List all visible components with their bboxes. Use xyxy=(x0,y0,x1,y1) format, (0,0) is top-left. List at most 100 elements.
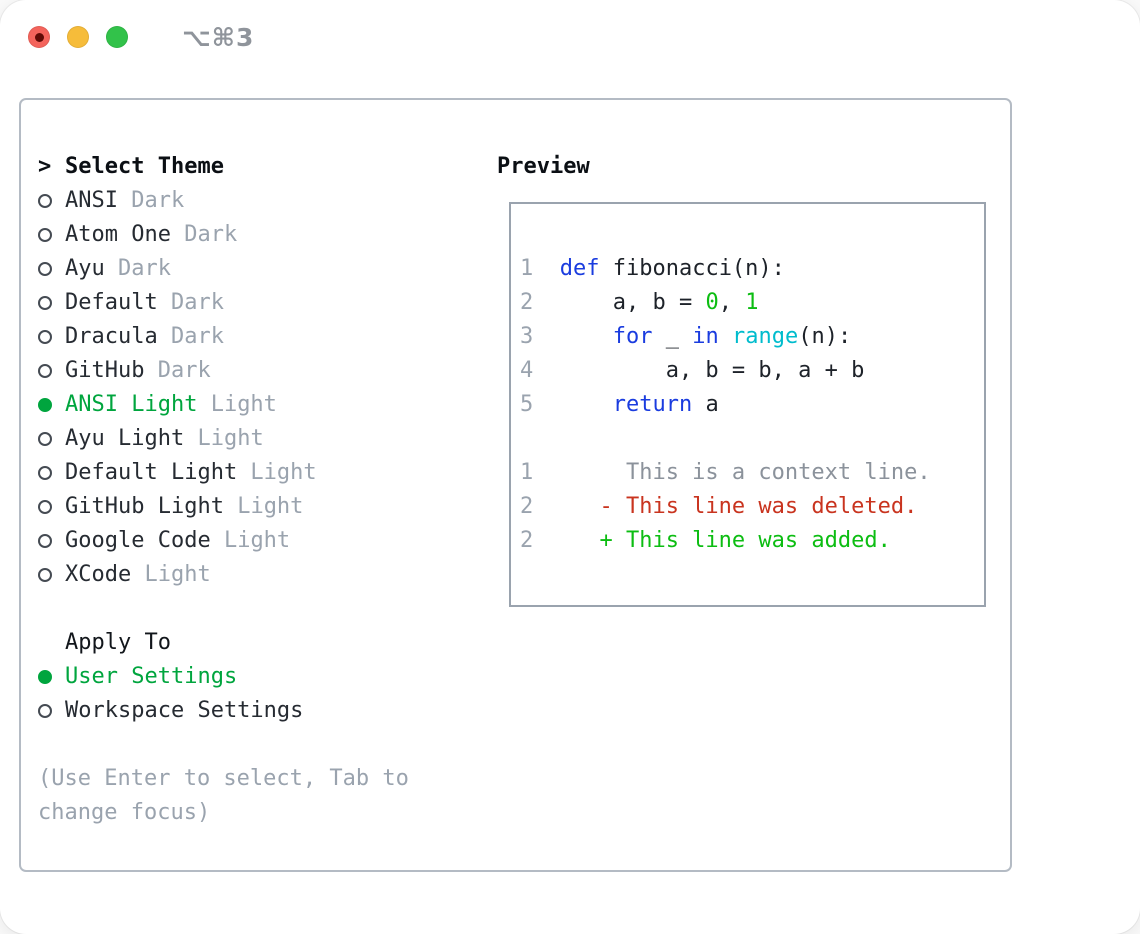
hint-line-2: change focus) xyxy=(38,800,211,825)
theme-option-ansi-dark[interactable]: ANSI Dark xyxy=(38,184,409,218)
line-number: 2 xyxy=(520,528,534,553)
minimize-button[interactable] xyxy=(67,26,89,48)
preview-line: 1 This is a context line. xyxy=(520,456,984,490)
radio-circle xyxy=(38,534,52,548)
theme-name: Default Light xyxy=(65,460,238,485)
apply-option-workspace-settings[interactable]: Workspace Settings xyxy=(38,694,409,728)
theme-option-ayu-light-light[interactable]: Ayu Light Light xyxy=(38,422,409,456)
theme-variant: Light xyxy=(184,426,264,451)
code-segment: This is a context line. xyxy=(559,460,931,485)
apply-to-title: Apply To xyxy=(65,630,171,655)
code-segment: a xyxy=(692,392,719,417)
radio-icon xyxy=(38,432,65,446)
theme-option-xcode-light[interactable]: XCode Light xyxy=(38,558,409,592)
prompt-icon: > xyxy=(38,154,52,179)
preview-line: 2 + This line was added. xyxy=(520,524,984,558)
code-segment: _ xyxy=(652,324,693,349)
apply-option-user-settings[interactable]: User Settings xyxy=(38,660,409,694)
theme-variant: Light xyxy=(131,562,211,587)
apply-to-header: Apply To xyxy=(38,626,409,660)
maximize-button[interactable] xyxy=(106,26,128,48)
radio-selected-icon xyxy=(38,398,65,412)
radio-circle xyxy=(38,262,52,276)
theme-variant: Light xyxy=(210,528,291,553)
theme-option-ayu-dark[interactable]: Ayu Dark xyxy=(38,252,409,286)
code-segment: fibonacci(n): xyxy=(599,256,785,281)
theme-name: XCode xyxy=(65,562,132,587)
radio-circle xyxy=(38,364,52,378)
theme-option-default-light-light[interactable]: Default Light Light xyxy=(38,456,409,490)
select-theme-header: > Select Theme xyxy=(38,150,409,184)
radio-circle xyxy=(38,398,52,412)
radio-circle xyxy=(38,330,52,344)
code-segment xyxy=(560,392,613,417)
line-number: 1 xyxy=(520,460,534,485)
apply-option-label: User Settings xyxy=(65,664,238,689)
radio-icon xyxy=(38,296,65,310)
code-segment: return xyxy=(612,392,693,417)
theme-variant: Light xyxy=(197,392,277,417)
titlebar: ⌥⌘3 xyxy=(28,23,254,52)
radio-icon xyxy=(38,534,65,548)
preview-line: 2 a, b = 0, 1 xyxy=(520,286,984,320)
radio-icon xyxy=(38,194,65,208)
theme-name: ANSI xyxy=(65,188,118,213)
radio-circle xyxy=(38,466,52,480)
code-segment: range xyxy=(731,324,799,349)
radio-icon xyxy=(38,364,65,378)
theme-name: ANSI Light xyxy=(65,392,198,417)
radio-circle xyxy=(38,228,52,242)
code-segment xyxy=(719,324,732,349)
theme-name: GitHub xyxy=(65,358,145,383)
theme-name: Default xyxy=(65,290,158,315)
code-segment: 0 xyxy=(705,290,719,315)
line-number: 3 xyxy=(520,324,534,349)
line-number: 5 xyxy=(520,392,534,417)
preview-title: Preview xyxy=(497,154,590,179)
radio-icon xyxy=(38,330,65,344)
preview-line: 4 a, b = b, a + b xyxy=(520,354,984,388)
line-number: 1 xyxy=(520,256,534,281)
theme-option-atom-one-dark[interactable]: Atom One Dark xyxy=(38,218,409,252)
code-segment: , xyxy=(718,290,746,315)
theme-option-github-light-light[interactable]: GitHub Light Light xyxy=(38,490,409,524)
theme-name: GitHub Light xyxy=(65,494,224,519)
theme-name: Dracula xyxy=(65,324,158,349)
radio-icon xyxy=(38,500,65,514)
code-segment: - This line was deleted. xyxy=(559,494,918,519)
theme-option-default-dark[interactable]: Default Dark xyxy=(38,286,409,320)
preview-line: 3 for _ in range(n): xyxy=(520,320,984,354)
radio-icon xyxy=(38,228,65,242)
theme-variant: Dark xyxy=(104,256,171,281)
close-dot-icon xyxy=(34,32,44,42)
theme-variant: Light xyxy=(223,494,304,519)
radio-circle xyxy=(38,194,52,208)
theme-option-google-code-light[interactable]: Google Code Light xyxy=(38,524,409,558)
radio-icon xyxy=(38,568,65,582)
spacer xyxy=(38,592,409,626)
radio-icon xyxy=(38,704,65,718)
theme-option-ansi-light-light[interactable]: ANSI Light Light xyxy=(38,388,409,422)
code-segment: a, b = xyxy=(559,290,706,315)
radio-icon xyxy=(38,262,65,276)
line-number: 4 xyxy=(520,358,534,383)
radio-circle xyxy=(38,432,52,446)
select-theme-title: Select Theme xyxy=(65,154,224,179)
spacer xyxy=(38,728,409,762)
theme-name: Atom One xyxy=(65,222,171,247)
theme-name: Google Code xyxy=(65,528,211,553)
theme-option-dracula-dark[interactable]: Dracula Dark xyxy=(38,320,409,354)
line-number: 2 xyxy=(520,290,534,315)
close-button[interactable] xyxy=(28,26,50,48)
theme-option-github-dark[interactable]: GitHub Dark xyxy=(38,354,409,388)
radio-circle xyxy=(38,704,52,718)
code-segment: 1 xyxy=(745,290,759,315)
theme-variant: Dark xyxy=(144,358,211,383)
radio-circle xyxy=(38,670,52,684)
